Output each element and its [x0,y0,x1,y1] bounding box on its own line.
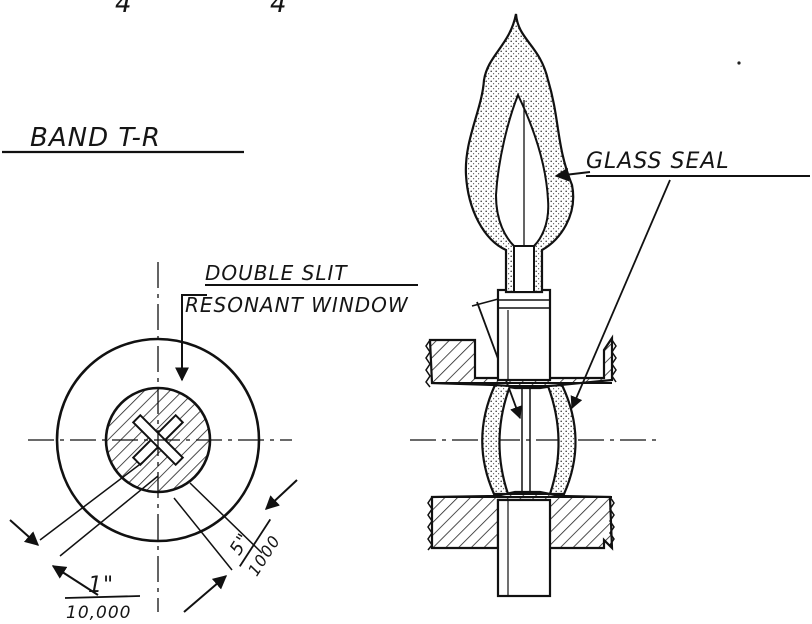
upper-tube [496,288,552,382]
right-threads [609,339,617,546]
slit-dim-arrow-2 [51,565,99,596]
slit-dim-denominator: 10,000 [66,603,131,623]
slit-dim-fraction-bar [64,595,141,599]
band-title: BAND T-R [30,123,161,153]
top-mark-1: 4 [115,0,133,19]
slit-dim-numerator: 1" [88,573,114,598]
slit-ext-line-1 [39,461,144,541]
cross-section-view [410,13,660,598]
glass-window-right [546,383,577,496]
window-face-view [9,262,298,613]
glass-seal-leader-top [554,167,591,182]
wall-dim-arrow-1 [264,479,298,510]
wall-ext-line-1 [189,482,263,554]
wall-dim-numerator: 5" [226,529,255,559]
lower-tube [496,498,552,598]
seal-stem [513,245,535,293]
wall-dim-arrow-2 [183,575,228,613]
wall-ext-line-2 [173,497,233,571]
window-label-line2: RESONANT WINDOW [185,293,409,317]
left-threads [425,339,433,551]
stray-dot [737,61,741,65]
glass-seal-leader-window [570,179,671,410]
slit-dim-arrow-1 [9,519,40,546]
glass-seal-label: GLASS SEAL [586,149,730,174]
window-label-line1: DOUBLE SLIT [205,261,348,285]
slit-ext-line-2 [59,475,159,557]
wall-dim-fraction-bar [239,518,272,567]
window-leader-arrow [175,294,207,382]
top-mark-2: 4 [270,0,288,19]
